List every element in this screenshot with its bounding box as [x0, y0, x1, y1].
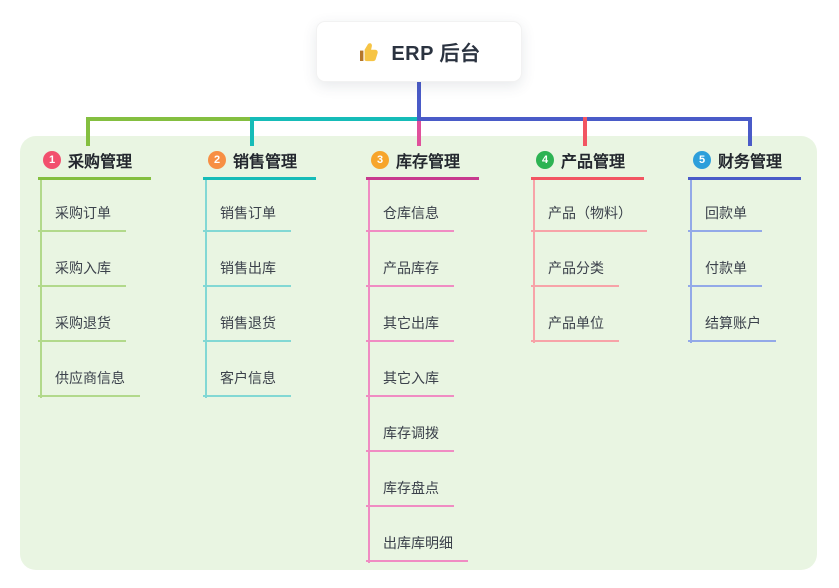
drop-line-purchase [86, 117, 90, 146]
branch-title: 财务管理 [718, 154, 783, 171]
child-node[interactable]: 其它入库 [366, 342, 454, 397]
child-node[interactable]: 供应商信息 [38, 342, 140, 397]
child-node[interactable]: 产品单位 [531, 287, 619, 342]
branch-sales: 2 销售管理 销售订单 销售出库 销售退货 客户信息 [203, 146, 317, 398]
branch-finance: 5 财务管理 回款单 付款单 结算账户 [688, 146, 802, 343]
branch-header-finance[interactable]: 5 财务管理 [688, 146, 802, 180]
branch-number-badge: 4 [536, 151, 554, 169]
branch-number-badge: 2 [208, 151, 226, 169]
branch-header-inventory[interactable]: 3 库存管理 [366, 146, 480, 180]
root-title: ERP 后台 [391, 43, 481, 65]
root-connector-line [417, 81, 421, 117]
branch-children: 回款单 付款单 结算账户 [688, 180, 801, 342]
child-node[interactable]: 其它出库 [366, 287, 454, 342]
thumbs-up-icon [360, 42, 379, 61]
child-node[interactable]: 产品（物料） [531, 180, 647, 232]
child-node[interactable]: 库存盘点 [366, 452, 454, 507]
branch-children: 采购订单 采购入库 采购退货 供应商信息 [38, 180, 151, 397]
child-node[interactable]: 销售退货 [203, 287, 291, 342]
branch-spine [690, 177, 692, 343]
branch-number-badge: 5 [693, 151, 711, 169]
child-node[interactable]: 仓库信息 [366, 180, 454, 232]
branch-spine [40, 177, 42, 398]
child-node[interactable]: 库存调拨 [366, 397, 454, 452]
branches-panel [20, 136, 817, 570]
branch-purchase: 1 采购管理 采购订单 采购入库 采购退货 供应商信息 [38, 146, 152, 398]
branch-title: 库存管理 [396, 154, 461, 171]
child-node[interactable]: 采购订单 [38, 180, 126, 232]
branch-title: 产品管理 [561, 154, 626, 171]
drop-line-sales [250, 117, 254, 146]
branch-header-product[interactable]: 4 产品管理 [531, 146, 645, 180]
child-node[interactable]: 客户信息 [203, 342, 291, 397]
branch-children: 销售订单 销售出库 销售退货 客户信息 [203, 180, 316, 397]
branch-header-sales[interactable]: 2 销售管理 [203, 146, 317, 180]
child-node[interactable]: 销售出库 [203, 232, 291, 287]
branch-children: 仓库信息 产品库存 其它出库 其它入库 库存调拨 库存盘点 出库库明细 [366, 180, 479, 562]
child-node[interactable]: 出库库明细 [366, 507, 468, 562]
child-node[interactable]: 结算账户 [688, 287, 776, 342]
branch-product: 4 产品管理 产品（物料） 产品分类 产品单位 [531, 146, 647, 343]
child-node[interactable]: 产品库存 [366, 232, 454, 287]
branch-title: 销售管理 [233, 154, 298, 171]
branch-spine [205, 177, 207, 398]
branch-header-purchase[interactable]: 1 采购管理 [38, 146, 152, 180]
child-node[interactable]: 产品分类 [531, 232, 619, 287]
branch-number-badge: 3 [371, 151, 389, 169]
branch-inventory: 3 库存管理 仓库信息 产品库存 其它出库 其它入库 库存调拨 库存盘点 出库库… [366, 146, 480, 563]
drop-line-product [583, 117, 587, 146]
branch-spine [368, 177, 370, 563]
child-node[interactable]: 付款单 [688, 232, 762, 287]
child-node[interactable]: 采购入库 [38, 232, 126, 287]
drop-line-inventory [417, 121, 421, 146]
child-node[interactable]: 回款单 [688, 180, 762, 232]
branch-number-badge: 1 [43, 151, 61, 169]
bus-segment-sales [252, 117, 417, 121]
bus-segment-purchase [86, 117, 252, 121]
child-node[interactable]: 销售订单 [203, 180, 291, 232]
branch-spine [533, 177, 535, 343]
drop-line-finance [748, 117, 752, 146]
child-node[interactable]: 采购退货 [38, 287, 126, 342]
branch-title: 采购管理 [68, 154, 133, 171]
branch-children: 产品（物料） 产品分类 产品单位 [531, 180, 647, 342]
root-node[interactable]: ERP 后台 [316, 21, 522, 82]
